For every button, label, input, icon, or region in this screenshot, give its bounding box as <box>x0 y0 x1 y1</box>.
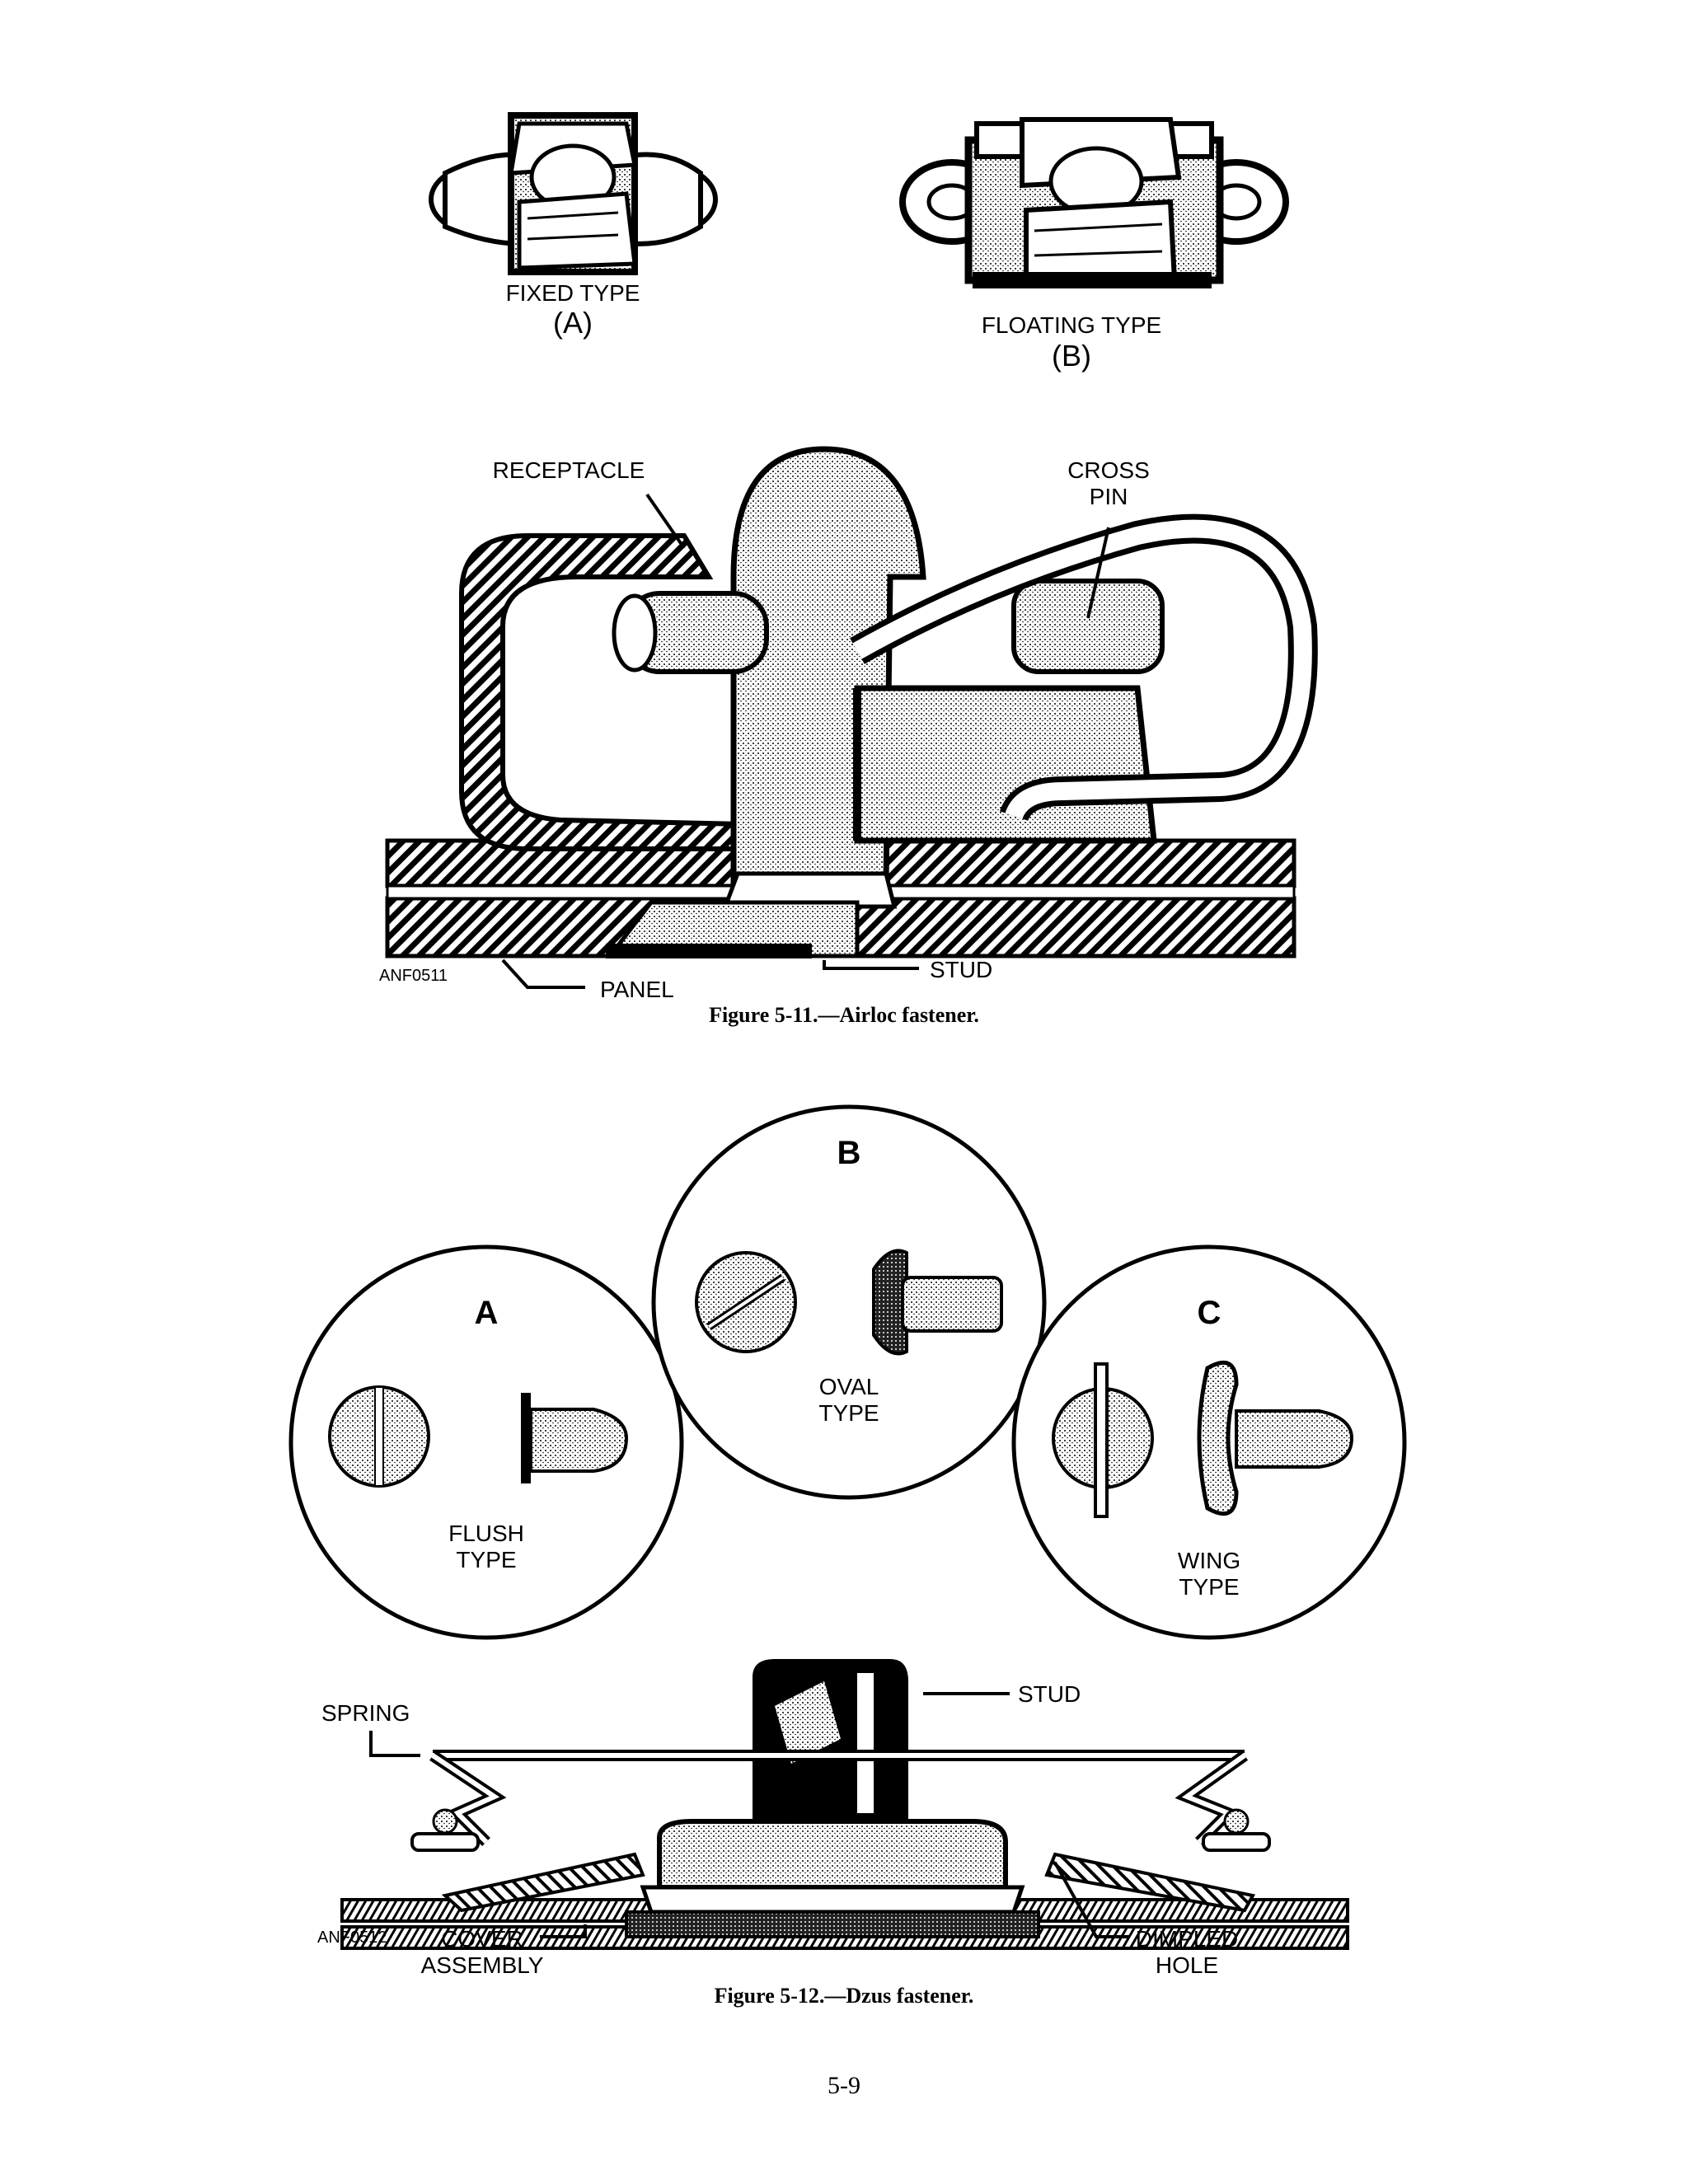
circle-a-flush-type <box>288 1244 684 1640</box>
wing-type-line2: TYPE <box>1179 1574 1239 1600</box>
panel-label: PANEL <box>600 977 674 1002</box>
wing-type-line1: WING <box>1178 1548 1240 1573</box>
dimpled-hole-line2: HOLE <box>1156 1952 1218 1978</box>
dzus-leader-lines <box>369 1692 1129 1938</box>
stud-label-511: STUD <box>930 957 992 982</box>
fixed-type-label: FIXED TYPE <box>506 280 640 306</box>
page-number: 5-9 <box>828 2072 860 2099</box>
airloc-fastener-drawing <box>385 446 1318 958</box>
figure-511-code: ANF0511 <box>379 967 448 985</box>
cross-pin-label-line2: PIN <box>1090 484 1128 509</box>
fixed-type-receptacle-drawing <box>429 112 718 275</box>
cover-assembly-line2: ASSEMBLY <box>421 1952 544 1978</box>
flush-type-line1: FLUSH <box>448 1521 524 1546</box>
oval-type-line2: TYPE <box>818 1400 879 1426</box>
circle-c-wing-type <box>1011 1244 1407 1640</box>
floating-type-letter: (B) <box>1052 339 1091 373</box>
floating-type-label: FLOATING TYPE <box>982 312 1161 338</box>
circle-b-oval-type <box>651 1104 1047 1500</box>
circle-c-letter: C <box>1198 1295 1221 1331</box>
cross-pin-label-line1: CROSS <box>1067 457 1150 483</box>
flush-type-line2: TYPE <box>456 1547 516 1572</box>
figure-512-code: ANF0512 <box>317 1929 387 1947</box>
stud-label-512: STUD <box>1018 1681 1081 1707</box>
cover-assembly-line1: COVER <box>441 1926 523 1952</box>
dzus-fastener-assembly-drawing <box>340 1659 1349 1950</box>
dimpled-hole-line1: DIMPLED <box>1136 1926 1238 1952</box>
circle-a-letter: A <box>475 1295 499 1331</box>
figure-511-caption: Figure 5-11.—Airloc fastener. <box>709 1003 979 1027</box>
airloc-leader-lines <box>501 493 1110 989</box>
spring-label: SPRING <box>321 1700 410 1726</box>
figure-512-caption: Figure 5-12.—Dzus fastener. <box>715 1984 974 2008</box>
receptacle-label: RECEPTACLE <box>493 457 645 483</box>
floating-type-receptacle-drawing <box>899 117 1289 288</box>
circle-b-letter: B <box>837 1135 861 1171</box>
fixed-type-letter: (A) <box>553 306 593 340</box>
oval-type-line1: OVAL <box>819 1374 879 1399</box>
